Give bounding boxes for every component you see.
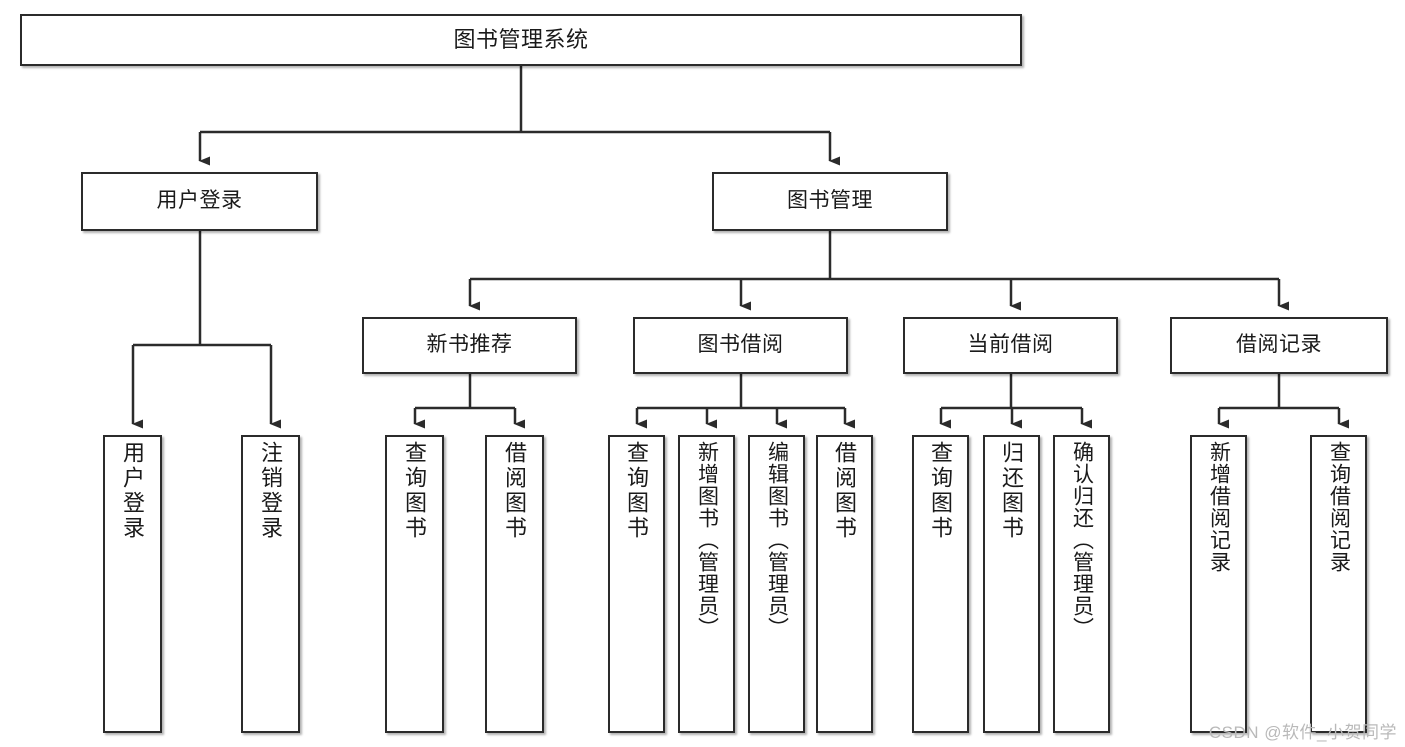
node-label: 查询图书 <box>624 441 650 541</box>
watermark-credit: CSDN @软件_小贺同学 <box>1208 723 1397 742</box>
node-label: 注销登录 <box>258 441 284 541</box>
node-l3-record[interactable]: 借阅记录 <box>1170 317 1388 374</box>
node-label: 用户登录 <box>120 441 146 541</box>
node-root[interactable]: 图书管理系统 <box>20 14 1022 66</box>
node-label: 图书管理系统 <box>453 27 589 53</box>
node-label: 查询图书 <box>928 441 954 541</box>
node-l3-borrow[interactable]: 图书借阅 <box>633 317 848 374</box>
node-label: 当前借阅 <box>967 333 1054 357</box>
node-l4-c4[interactable]: 借阅图书 <box>816 435 873 733</box>
node-l4-d2[interactable]: 归还图书 <box>983 435 1040 733</box>
node-l4-e2[interactable]: 查询借阅记录 <box>1310 435 1367 733</box>
node-l4-b2[interactable]: 借阅图书 <box>485 435 544 733</box>
node-l3-current[interactable]: 当前借阅 <box>903 317 1118 374</box>
node-label: 新增借阅记录 <box>1207 441 1231 573</box>
node-label: 图书管理 <box>787 189 873 213</box>
node-l4-a2[interactable]: 注销登录 <box>241 435 300 733</box>
node-label: 借阅图书 <box>832 441 858 541</box>
node-l4-c2[interactable]: 新增图书（管理员） <box>678 435 735 733</box>
node-label: 新增图书（管理员） <box>695 441 719 639</box>
node-l2-book[interactable]: 图书管理 <box>712 172 948 231</box>
node-l4-b1[interactable]: 查询图书 <box>385 435 444 733</box>
node-label: 查询借阅记录 <box>1327 441 1351 573</box>
node-l4-c1[interactable]: 查询图书 <box>608 435 665 733</box>
node-label: 查询图书 <box>402 441 428 541</box>
node-label: 用户登录 <box>156 189 243 213</box>
node-l3-new[interactable]: 新书推荐 <box>362 317 577 374</box>
node-l4-e1[interactable]: 新增借阅记录 <box>1190 435 1247 733</box>
node-label: 确认归还（管理员） <box>1070 441 1094 639</box>
node-l4-a1[interactable]: 用户登录 <box>103 435 162 733</box>
node-label: 新书推荐 <box>426 333 513 357</box>
node-label: 归还图书 <box>999 441 1025 541</box>
node-label: 借阅图书 <box>502 441 528 541</box>
node-l4-c3[interactable]: 编辑图书（管理员） <box>748 435 805 733</box>
node-label: 借阅记录 <box>1236 333 1322 357</box>
node-label: 编辑图书（管理员） <box>765 441 789 639</box>
node-label: 图书借阅 <box>697 333 784 357</box>
node-l2-login[interactable]: 用户登录 <box>81 172 318 231</box>
node-l4-d3[interactable]: 确认归还（管理员） <box>1053 435 1110 733</box>
node-l4-d1[interactable]: 查询图书 <box>912 435 969 733</box>
